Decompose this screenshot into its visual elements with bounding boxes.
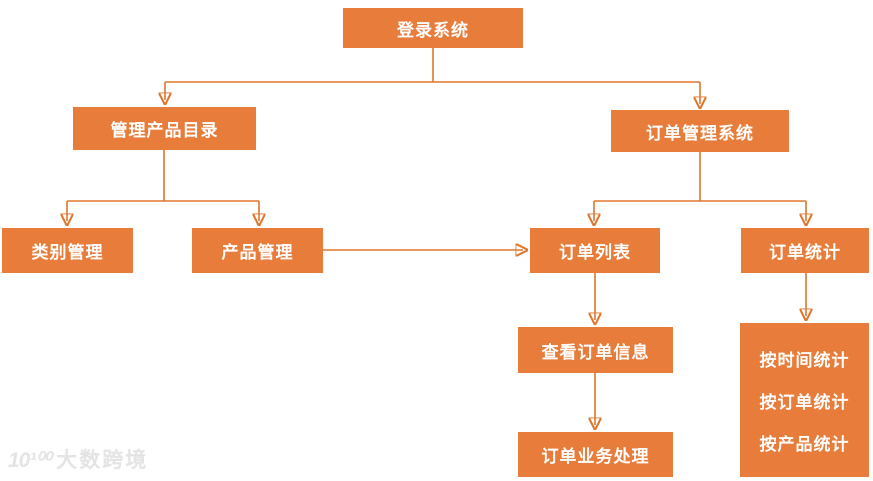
- node-order-business-processing: 订单业务处理: [518, 432, 673, 477]
- stats-line-by-product: 按产品统计: [759, 434, 850, 454]
- node-label: 类别管理: [31, 243, 104, 262]
- watermark: 10¹⁰⁰ 大数跨境: [8, 444, 148, 474]
- node-label: 订单列表: [559, 243, 631, 262]
- brand-logo-icon: 10¹⁰⁰: [8, 449, 51, 472]
- node-label: 管理产品目录: [110, 121, 219, 140]
- node-order-list: 订单列表: [530, 228, 660, 273]
- edge-order-system-split: [594, 152, 806, 202]
- node-label: 订单统计: [769, 243, 841, 262]
- edge-login-split: [165, 48, 700, 83]
- node-manage-product-catalog: 管理产品目录: [73, 107, 256, 150]
- node-view-order-info: 查看订单信息: [518, 327, 673, 373]
- edge-catalog-split: [67, 150, 259, 202]
- watermark-brand-text: 大数跨境: [56, 449, 149, 472]
- node-label: 登录系统: [397, 20, 469, 40]
- node-order-management-system: 订单管理系统: [611, 110, 789, 152]
- stats-line-by-order: 按订单统计: [759, 392, 850, 412]
- node-product-management: 产品管理: [192, 228, 323, 273]
- node-category-management: 类别管理: [2, 228, 133, 273]
- node-label: 产品管理: [221, 243, 294, 262]
- node-label: 订单管理系统: [646, 123, 754, 143]
- node-order-statistics: 订单统计: [741, 228, 869, 273]
- node-statistics-detail: 按时间统计 按订单统计 按产品统计: [740, 323, 869, 477]
- node-label: 查看订单信息: [541, 342, 650, 362]
- node-label: 订单业务处理: [541, 447, 650, 466]
- node-login-system: 登录系统: [343, 8, 523, 48]
- stats-line-by-time: 按时间统计: [759, 350, 850, 370]
